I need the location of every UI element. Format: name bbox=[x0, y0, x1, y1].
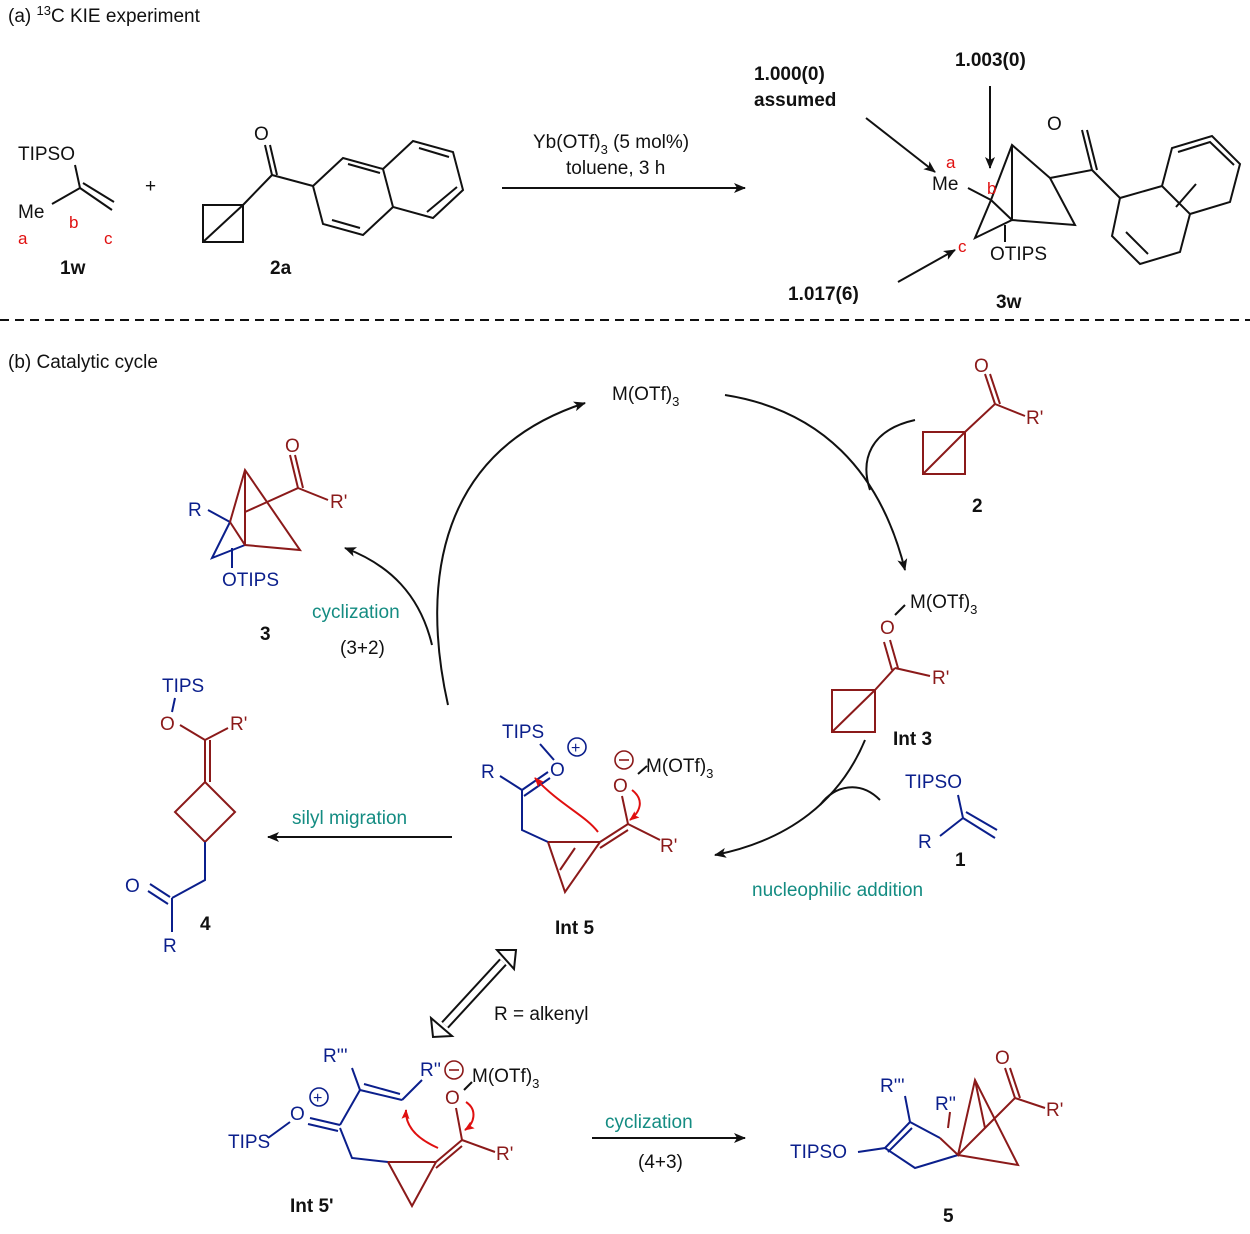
kie-c-value: 1.017(6) bbox=[788, 284, 859, 305]
compound-1: TIPSO R 1 bbox=[905, 772, 998, 871]
label-int5-prime: Int 5' bbox=[290, 1196, 334, 1217]
label-int5: Int 5 bbox=[555, 918, 594, 939]
catalyst-label: M(OTf)3 bbox=[612, 384, 679, 409]
svg-text:R: R bbox=[163, 936, 177, 957]
compound-3: R O R' OTIPS 3 bbox=[188, 436, 347, 645]
compound-2: O R' 2 bbox=[922, 356, 1043, 517]
intermediate-int5-prime: R''' R'' + O TIPS O R' M(OTf)3 Int 5' bbox=[228, 1046, 539, 1217]
svg-text:TIPS: TIPS bbox=[502, 722, 544, 743]
plus-sign: + bbox=[145, 176, 156, 197]
compound-1w: TIPSO Me a b c 1w bbox=[18, 144, 115, 279]
svg-text:OTIPS: OTIPS bbox=[222, 570, 279, 591]
svg-text:OTIPS: OTIPS bbox=[990, 244, 1047, 265]
svg-text:O: O bbox=[254, 124, 269, 145]
svg-text:R: R bbox=[918, 832, 932, 853]
svg-text:a: a bbox=[946, 153, 956, 172]
compound-5: R''' R'' TIPSO O R' 5 bbox=[790, 1048, 1063, 1227]
svg-text:b: b bbox=[69, 213, 78, 232]
silyl-migration-label: silyl migration bbox=[292, 808, 407, 829]
cyclization-43-label: (4+3) bbox=[638, 1152, 683, 1173]
svg-text:R''': R''' bbox=[880, 1076, 905, 1097]
svg-text:+: + bbox=[313, 1090, 322, 1107]
svg-text:c: c bbox=[958, 237, 967, 256]
svg-text:R': R' bbox=[330, 492, 347, 513]
svg-text:O: O bbox=[613, 776, 628, 797]
cyclization-2-label: cyclization bbox=[605, 1112, 693, 1133]
label-1w: 1w bbox=[60, 258, 86, 279]
nucleophilic-addition-label: nucleophilic addition bbox=[752, 880, 923, 901]
svg-text:TIPSO: TIPSO bbox=[905, 772, 962, 793]
label-5: 5 bbox=[943, 1206, 954, 1227]
svg-text:TIPSO: TIPSO bbox=[18, 144, 75, 165]
svg-text:R'': R'' bbox=[935, 1094, 956, 1115]
svg-text:R': R' bbox=[1026, 408, 1043, 429]
svg-text:Me: Me bbox=[932, 174, 958, 195]
svg-text:R''': R''' bbox=[323, 1046, 348, 1067]
svg-text:O: O bbox=[974, 356, 989, 377]
svg-text:M(OTf)3: M(OTf)3 bbox=[472, 1066, 539, 1091]
svg-text:b: b bbox=[987, 179, 996, 198]
intermediate-int3: M(OTf)3 O R' Int 3 bbox=[831, 592, 977, 750]
svg-text:M(OTf)3: M(OTf)3 bbox=[646, 756, 713, 781]
svg-text:R': R' bbox=[660, 836, 677, 857]
svg-text:O: O bbox=[160, 714, 175, 735]
svg-text:R': R' bbox=[496, 1144, 513, 1165]
arc-left bbox=[436, 401, 586, 706]
arc-sub2-entry bbox=[865, 419, 916, 491]
arc-top-right bbox=[724, 394, 908, 571]
svg-text:O: O bbox=[445, 1088, 460, 1109]
svg-text:M(OTf)3: M(OTf)3 bbox=[910, 592, 977, 617]
label-3w: 3w bbox=[996, 292, 1022, 313]
arc-to-3 bbox=[344, 547, 433, 646]
alkenyl-note: R = alkenyl bbox=[494, 1004, 589, 1025]
svg-text:c: c bbox=[104, 229, 113, 248]
compound-4: TIPS O R' O R 4 bbox=[125, 676, 247, 957]
svg-text:R: R bbox=[188, 500, 202, 521]
arc-sub1-entry bbox=[819, 786, 881, 806]
svg-text:O: O bbox=[290, 1104, 305, 1125]
section-a-title: (a) 13C KIE experiment bbox=[8, 3, 201, 27]
label-1: 1 bbox=[955, 850, 966, 871]
svg-text:O: O bbox=[285, 436, 300, 457]
svg-text:R: R bbox=[481, 762, 495, 783]
arc-bottom-right bbox=[714, 739, 866, 858]
equilibrium-arrow bbox=[429, 949, 518, 1039]
kie-b-value: 1.003(0) bbox=[955, 50, 1026, 71]
label-2: 2 bbox=[972, 496, 983, 517]
intermediate-int5: TIPS + O R O R' M(OTf)3 Int 5 bbox=[481, 722, 713, 939]
compound-2a: O 2a bbox=[202, 124, 465, 279]
label-int3: Int 3 bbox=[893, 729, 932, 750]
reagent-text: Yb(OTf)3 (5 mol%) bbox=[533, 132, 689, 157]
svg-text:O: O bbox=[125, 876, 140, 897]
svg-text:O: O bbox=[880, 618, 895, 639]
label-2a: 2a bbox=[270, 258, 292, 279]
svg-text:TIPS: TIPS bbox=[162, 676, 204, 697]
svg-text:+: + bbox=[571, 740, 580, 757]
svg-text:R': R' bbox=[932, 668, 949, 689]
cyclization-label: cyclization bbox=[312, 602, 400, 623]
svg-text:R'': R'' bbox=[420, 1060, 441, 1081]
svg-text:TIPS: TIPS bbox=[228, 1132, 270, 1153]
label-3: 3 bbox=[260, 624, 271, 645]
section-b-title: (b) Catalytic cycle bbox=[8, 352, 158, 373]
svg-text:O: O bbox=[550, 760, 565, 781]
svg-text:a: a bbox=[18, 229, 28, 248]
svg-text:Me: Me bbox=[18, 202, 44, 223]
compound-3w: Me O OTIPS a b c 3w bbox=[932, 114, 1242, 313]
svg-text:O: O bbox=[1047, 114, 1062, 135]
cyclization-32-label: (3+2) bbox=[340, 638, 385, 659]
kie-a-note: assumed bbox=[754, 90, 836, 111]
svg-text:R': R' bbox=[230, 714, 247, 735]
kie-a-value: 1.000(0) bbox=[754, 64, 825, 85]
conditions-text: toluene, 3 h bbox=[566, 158, 665, 179]
svg-text:O: O bbox=[995, 1048, 1010, 1069]
svg-text:R': R' bbox=[1046, 1100, 1063, 1121]
label-4: 4 bbox=[200, 914, 211, 935]
svg-text:TIPSO: TIPSO bbox=[790, 1142, 847, 1163]
